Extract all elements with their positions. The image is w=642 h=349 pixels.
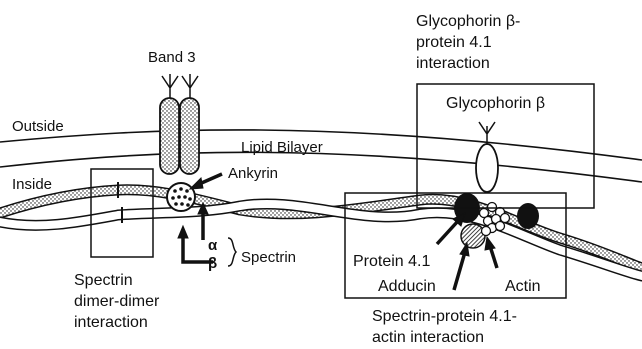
protein41-label: Protein 4.1 <box>353 253 430 270</box>
beta-label: β <box>208 255 217 272</box>
annotation-arrows <box>178 174 497 290</box>
glycophorin-title-3: interaction <box>416 55 490 72</box>
glycophorin-protein <box>476 122 498 192</box>
adducin-label: Adducin <box>378 278 436 295</box>
spectrin-dimer-label-1: Spectrin <box>74 272 133 289</box>
bottom-caption-1: Spectrin-protein 4.1- <box>372 308 517 325</box>
outside-label: Outside <box>12 118 64 135</box>
inside-label: Inside <box>12 176 52 193</box>
lipid-bilayer-label: Lipid Bilayer <box>241 139 323 156</box>
spectrin-label: Spectrin <box>241 249 296 266</box>
band3-label: Band 3 <box>148 49 196 66</box>
glycophorin-title-1: Glycophorin β- <box>416 13 520 30</box>
glycophorin-box-label: Glycophorin β <box>446 95 545 112</box>
spectrin-dimer-label-3: interaction <box>74 314 148 331</box>
alpha-label: α <box>208 237 218 254</box>
glycophorin-title-2: protein 4.1 <box>416 34 492 51</box>
band3-protein <box>160 74 199 174</box>
spectrin-dimer-label-2: dimer-dimer <box>74 293 160 310</box>
actin-label: Actin <box>505 278 541 295</box>
bottom-caption-2: actin interaction <box>372 329 484 346</box>
spectrin-brace <box>228 238 236 266</box>
ankyrin-protein <box>167 183 195 211</box>
ankyrin-label: Ankyrin <box>228 165 278 182</box>
spectrin-filament <box>0 182 642 276</box>
